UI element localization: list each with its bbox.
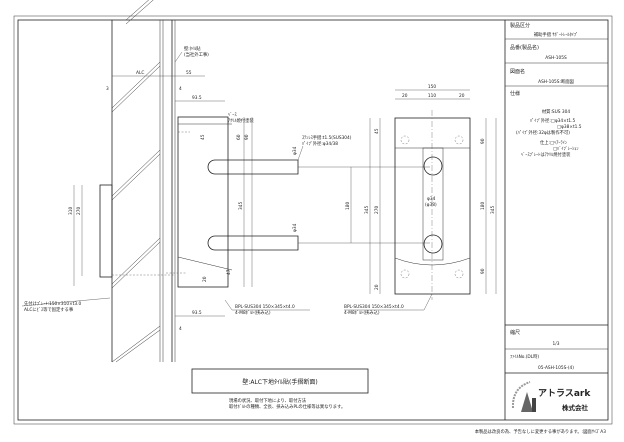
spec-pipe-2: □φ38×t1.5 xyxy=(557,124,582,130)
dim-20-side: 20 xyxy=(202,276,208,282)
bpl-note-side: BPL-SUS304 150×345×t4.0 xyxy=(235,304,295,310)
dim-55: 55 xyxy=(186,70,192,76)
pre-fixed-plate: 310 270 先付けﾌﾟﾚｰﾄ:150×310×t3.0 ALCにﾋﾞｽ等で固… xyxy=(21,184,175,313)
drawing-name-label: 図面名 xyxy=(510,68,525,75)
dim-90-top: 90 xyxy=(480,138,486,144)
mark-4: 4 xyxy=(179,86,182,92)
title-block: 製品区分 補助手摺 ｻﾎﾟｰﾄﾚｰﾙﾀｲﾌﾟ 品番(製品名) ASH-105S … xyxy=(504,20,608,420)
product-no-value: ASH-105S xyxy=(545,55,567,61)
mark-4-bottom: 4 xyxy=(179,326,182,332)
dim-345-front-left: 345 xyxy=(364,206,370,214)
mark-3: 3 xyxy=(106,86,109,92)
company-logo: アトラスark 株式会社 xyxy=(511,381,591,412)
dim-45: 45 xyxy=(200,134,206,140)
phi34-bottom: φ34 xyxy=(292,223,298,232)
caption-note-2: 取付ﾎﾞﾙﾄの種類、全長、挟み込みPLの仕様等は異なります。 xyxy=(229,403,345,410)
phi38-front: (φ38) xyxy=(425,202,437,208)
scale-value: 1/3 xyxy=(553,341,560,347)
base-paint-label-2: ｱｸﾘﾙ焼付塗装 xyxy=(228,117,254,124)
wall-section: 壁:ﾀｲﾙ貼 (当社外工事) ALC 55 3 4 4 93.5 93.5 xyxy=(106,0,225,363)
pre-plate-note: 先付けﾌﾟﾚｰﾄ:150×310×t3.0 xyxy=(24,300,81,307)
drawing-border xyxy=(13,15,613,425)
caption-title: 壁:ALC下地ﾀｲﾙ貼(手摺断面) xyxy=(242,378,317,386)
spec-pipe-3: (ﾊﾟｲﾌﾟ外径:32φは製作不可) xyxy=(516,129,570,136)
pipe-note-2: ﾊﾟｲﾌﾟ外径:φ34/38 xyxy=(302,140,338,147)
spec-material: 材質:SUS 304 xyxy=(542,108,570,115)
base-paint-label: ﾍﾞｰｽ xyxy=(228,111,237,118)
dim-45-front: 45 xyxy=(374,128,380,134)
category-label: 製品区分 xyxy=(510,22,530,29)
caption-note-1: 現場の状況、取付下地により、取付方法 xyxy=(229,397,307,404)
phi34-front: φ34 xyxy=(427,196,436,202)
dim-90: 90 xyxy=(244,134,250,140)
dim-20-right: 20 xyxy=(459,93,465,99)
drawing-inner-border xyxy=(17,19,609,421)
file-no-value: 05-ASH-105S-(4) xyxy=(538,365,574,371)
spec-label: 仕様 xyxy=(510,90,520,97)
dim-90-bottom: 90 xyxy=(480,268,486,274)
file-no-label: ﾌｧｲﾙNo.(DL時) xyxy=(510,354,539,360)
bpl-bolt-front: 4-M8ﾎﾞﾙﾄ(挟み込) xyxy=(344,309,380,316)
company-suffix: 株式会社 xyxy=(562,403,589,412)
dim-93-5-bottom: 93.5 xyxy=(192,310,202,316)
scale-label: 縮尺 xyxy=(510,329,520,336)
dim-270-front: 270 xyxy=(374,206,380,214)
bpl-note-front: BPL-SUS304 150×345×t4.0 xyxy=(344,304,404,310)
footer-note: 本製品は改良の為、予告なしに変更する事があります。:図面ｻｲｽﾞA3 xyxy=(475,428,607,435)
front-plate: 150 20 110 20 φ34 (φ38) 345 270 345 180 … xyxy=(344,84,497,316)
dim-47: 47 xyxy=(226,269,232,275)
dim-150: 150 xyxy=(428,84,436,90)
bpl-bolt-side: 4-M8ﾎﾞﾙﾄ(挟み込) xyxy=(235,309,271,316)
tile-label: 壁:ﾀｲﾙ貼 xyxy=(184,45,201,52)
dim-93-5: 93.5 xyxy=(192,95,202,101)
spec-finish-2: □ﾊﾞｲﾌﾞﾚｰｼｮﾝ xyxy=(553,145,579,152)
dim-345-front-right: 345 xyxy=(490,206,496,214)
product-no-label: 品番(製品名) xyxy=(510,44,539,51)
dim-310: 310 xyxy=(68,207,74,215)
dim-345-side: 345 xyxy=(238,202,244,210)
dim-270: 270 xyxy=(76,207,82,215)
dim-20-left: 20 xyxy=(402,93,408,99)
company-name: アトラスark xyxy=(538,388,591,399)
spec-pipe-1: ﾊﾟｲﾌﾟ外径:□φ34×t1.5 xyxy=(530,117,576,124)
dim-60: 60 xyxy=(236,134,242,140)
pre-plate-note-2: ALCにﾋﾞｽ等で固定する事 xyxy=(24,306,74,313)
spec-finish-1: 仕上:□ﾍｱｰﾗｲﾝ xyxy=(540,139,567,146)
spec-finish-3: ﾍﾞｰｽﾌﾟﾚｰﾄはｱｸﾘﾙ焼付塗装 xyxy=(521,151,571,158)
caption-box xyxy=(191,368,369,394)
dim-180: 180 xyxy=(345,202,351,210)
dim-20-front: 20 xyxy=(374,284,380,290)
drawing-name-value: ASH-105S:断面図 xyxy=(538,78,574,85)
side-bracket: ﾍﾞｰｽ ｱｸﾘﾙ焼付塗装 345 45 60 90 47 φ34 φ34 ｽﾃ… xyxy=(166,111,430,316)
dim-110: 110 xyxy=(428,93,436,99)
pipe-note: ｽﾃﾝﾚｽ手摺:t1.5(SUS304) xyxy=(302,134,352,141)
phi34-top: φ34 xyxy=(292,146,298,155)
dim-180-front: 180 xyxy=(480,202,486,210)
dim-alc: ALC xyxy=(136,70,144,76)
tile-label-sub: (当社外工事) xyxy=(184,51,209,58)
category-value: 補助手摺 ｻﾎﾟｰﾄﾚｰﾙﾀｲﾌﾟ xyxy=(534,31,578,38)
